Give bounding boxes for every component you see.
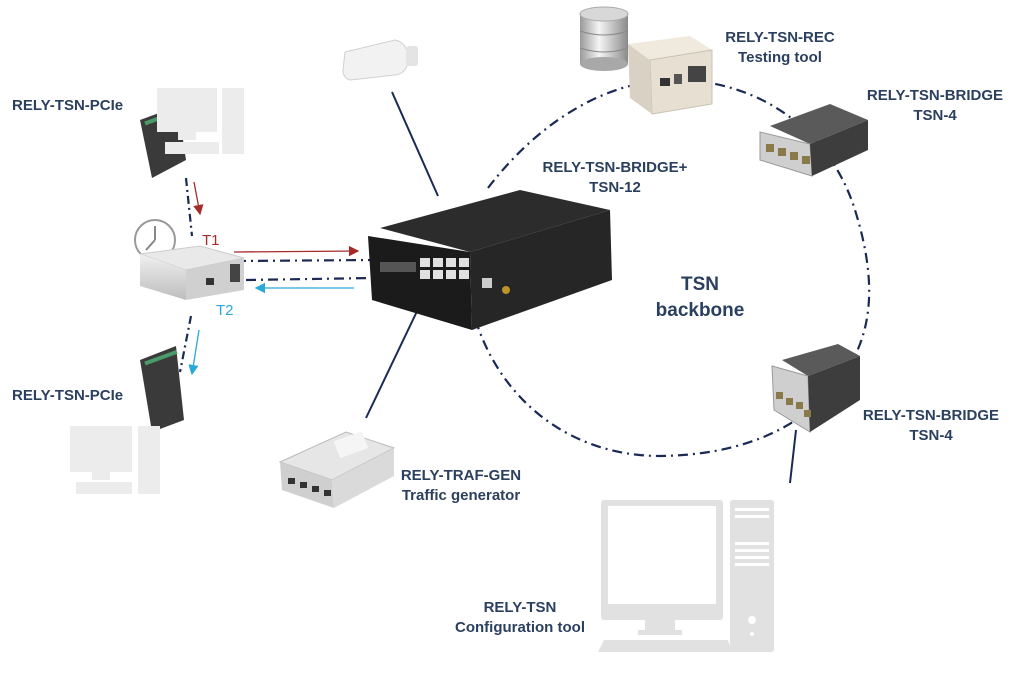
gateway-device-image xyxy=(139,245,245,300)
bridge-tsn4-top-image xyxy=(759,104,868,177)
desktop-pc-icon xyxy=(598,500,774,652)
label-line: TSN xyxy=(681,274,719,295)
desktop-pc-icon xyxy=(70,426,160,494)
link-pcie-top xyxy=(184,177,194,237)
database-icon xyxy=(579,6,629,71)
camera-icon xyxy=(342,39,418,81)
label-backbone: TSN backbone xyxy=(640,272,760,324)
label-rec: RELY-TSN-REC Testing tool xyxy=(710,28,850,68)
label-pcie-top: RELY-TSN-PCIe xyxy=(12,96,123,116)
label-line: TSN-4 xyxy=(913,107,957,124)
label-bridge-top: RELY-TSN-BRIDGE TSN-4 xyxy=(860,86,1010,126)
label-line: RELY-TSN-BRIDGE+ xyxy=(542,159,688,176)
label-bridge-plus: RELY-TSN-BRIDGE+ TSN-12 xyxy=(530,158,700,198)
label-line: Testing tool xyxy=(738,49,822,66)
label-line: RELY-TSN-REC xyxy=(725,29,835,46)
label-line: RELY-TSN-BRIDGE xyxy=(866,87,1004,104)
label-line: TSN-4 xyxy=(909,427,953,444)
link-config-pc xyxy=(789,429,797,484)
t2-arrow-down xyxy=(188,329,200,376)
clock-icon xyxy=(134,219,176,261)
link-camera xyxy=(391,91,439,197)
label-line: Configuration tool xyxy=(455,619,585,636)
bridge-tsn4-bottom-image xyxy=(771,344,860,433)
pcie-card-icon xyxy=(140,346,184,432)
label-bridge-bottom: RELY-TSN-BRIDGE TSN-4 xyxy=(856,406,1006,446)
rec-device-image xyxy=(628,36,713,115)
traffic-generator-image xyxy=(278,431,396,508)
label-line: TSN-12 xyxy=(589,179,641,196)
label-config-tool: RELY-TSN Configuration tool xyxy=(440,598,600,638)
link-gw-bridge-2 xyxy=(245,276,375,282)
link-traffic-gen xyxy=(365,304,421,419)
label-traffic-gen: RELY-TRAF-GEN Traffic generator xyxy=(386,466,536,506)
bridge-plus-tsn12-image xyxy=(368,190,612,330)
link-pcie-bottom xyxy=(178,315,193,373)
desktop-pc-icon xyxy=(157,88,244,154)
label-line: RELY-TSN-PCIe xyxy=(12,387,124,404)
link-gw-bridge-1 xyxy=(235,258,375,263)
label-line: RELY-TRAF-GEN xyxy=(400,467,522,484)
t1-arrow-down xyxy=(193,181,204,216)
label-line: backbone xyxy=(655,300,745,321)
t2-label: T2 xyxy=(216,302,234,319)
t1-label: T1 xyxy=(202,232,220,249)
label-line: RELY-TSN xyxy=(483,599,557,616)
label-line: RELY-TSN-PCIe xyxy=(12,97,124,114)
t1-arrow-right xyxy=(233,245,360,257)
label-line: RELY-TSN-BRIDGE xyxy=(862,407,1000,424)
label-line: Traffic generator xyxy=(401,487,521,504)
label-pcie-bottom: RELY-TSN-PCIe xyxy=(12,386,123,406)
